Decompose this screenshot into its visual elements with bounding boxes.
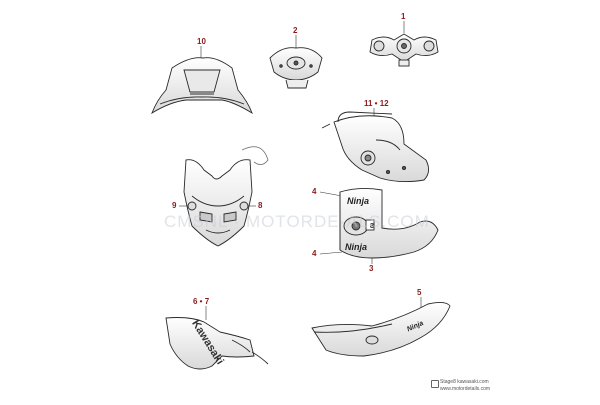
part-fuel-tank: 8 Ninja Ninja [339,187,439,259]
callout-4-upper: 4 [312,187,317,196]
callout-10: 10 [197,37,206,46]
part-lower-cowl: Kawasaki [165,317,269,370]
credit-line-1: Stage8 kawasaki.com [440,379,489,385]
credit-logo [431,380,439,388]
ninja-decal-lower: Ninja [345,242,367,252]
ninja-decal-upper: Ninja [347,196,369,206]
part-upper-cowl [151,57,253,115]
part-meter-cover [269,47,323,89]
callout-2: 2 [293,26,298,35]
part-steering-stem-head [369,33,439,67]
part-front-fairing [183,146,269,247]
svg-text:8: 8 [370,223,374,230]
callout-11-12: 11 • 12 [364,99,389,108]
callout-1: 1 [401,12,406,21]
part-seat-cowl: Ninja [311,301,451,357]
callout-5: 5 [417,288,422,297]
part-side-cowl [321,111,429,183]
callout-8: 8 [258,201,263,210]
callout-3: 3 [369,264,374,273]
credit-line-2: www.motordetails.com [440,386,491,392]
callout-4-lower: 4 [312,249,317,258]
callout-6-7: 6 • 7 [193,297,210,306]
callout-9: 9 [172,201,177,210]
watermark: CMSNL · MOTORDE·ALS.COM [164,212,430,231]
